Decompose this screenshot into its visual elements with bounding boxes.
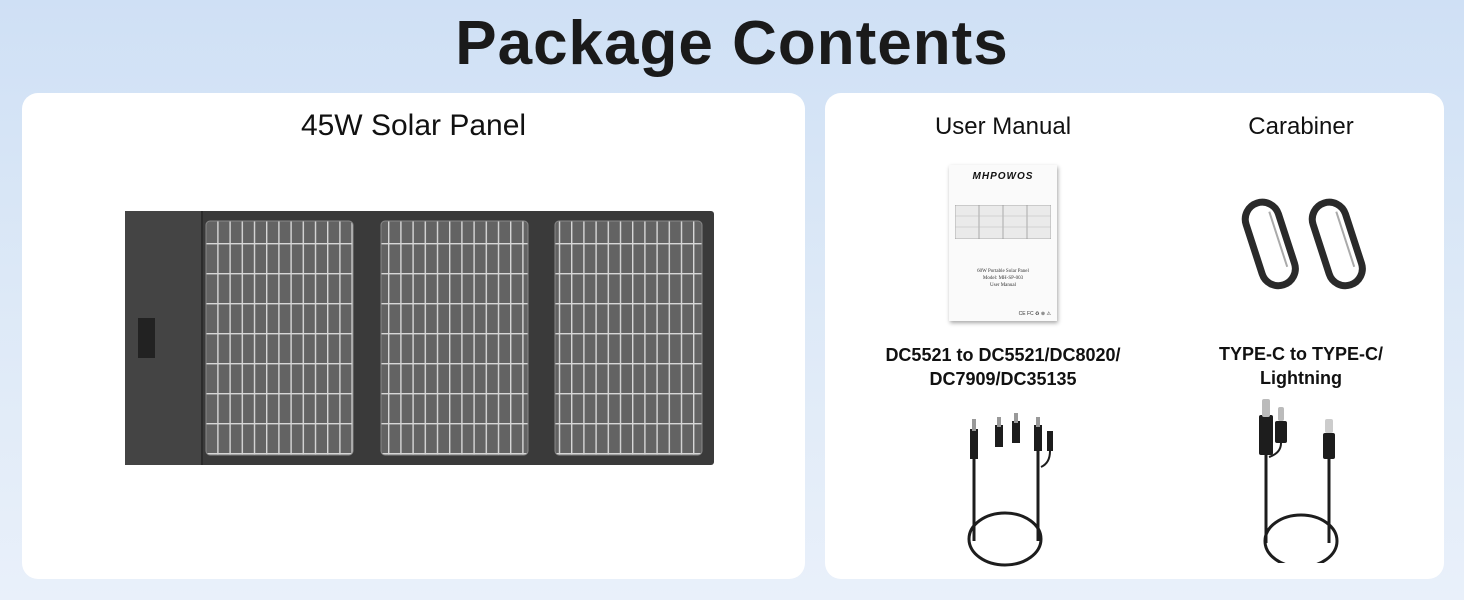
carabiner-title: Carabiner xyxy=(1248,113,1354,140)
accessories-card: User Manual Carabiner MHPOWOS 60W Portab… xyxy=(825,93,1444,579)
manual-doc-line: User Manual xyxy=(990,283,1016,288)
solar-panel-card: 45W Solar Panel xyxy=(22,93,805,579)
user-manual-title: User Manual xyxy=(934,113,1072,140)
solar-panel-title: 45W Solar Panel xyxy=(300,109,527,142)
manual-panel-illustration xyxy=(955,205,1051,239)
usb-cable-title-line2: Lightning xyxy=(1260,368,1342,388)
usb-cable-title-line1: TYPE-C to TYPE-C/ xyxy=(1218,344,1383,364)
dc-cable-title-line2: DC7909/DC35135 xyxy=(929,369,1077,389)
manual-doc-line: 60W Portable Solar Panel xyxy=(977,269,1029,274)
manual-doc-line: Model: MH-SP-003 xyxy=(982,276,1024,281)
carabiner-image xyxy=(1241,198,1366,290)
page-title: Package Contents xyxy=(455,9,1009,78)
manual-cert-marks: CE FC ♻ ⊗ ⚠ xyxy=(1018,311,1051,317)
usb-cable-image xyxy=(1259,399,1339,563)
manual-brand-logo: MHPOWOS xyxy=(972,171,1034,182)
user-manual-image: MHPOWOS 60W Portable Solar Panel Model: … xyxy=(949,165,1057,321)
solar-panel-image xyxy=(125,211,714,465)
dc-cable-image xyxy=(967,413,1053,567)
dc-cable-title-line1: DC5521 to DC5521/DC8020/ xyxy=(885,345,1121,365)
